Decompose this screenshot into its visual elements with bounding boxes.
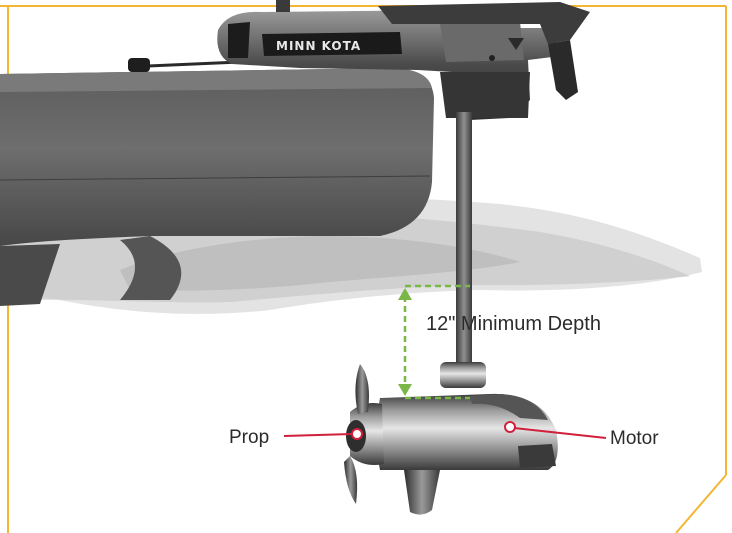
prop-label: Prop [229,427,269,448]
motor-shaft [440,112,486,388]
lower-unit [350,393,558,515]
motor-callout [504,421,607,439]
prop-callout [283,428,363,440]
motor-head-unit: MINN KOTA [217,0,590,120]
motor-label: Motor [610,428,659,449]
depth-label: 12" Minimum Depth [426,313,601,335]
propeller [344,364,369,504]
depth-dimension [398,284,470,400]
boat-hull [0,68,434,306]
brand-logo-text: MINN KOTA [276,39,361,53]
